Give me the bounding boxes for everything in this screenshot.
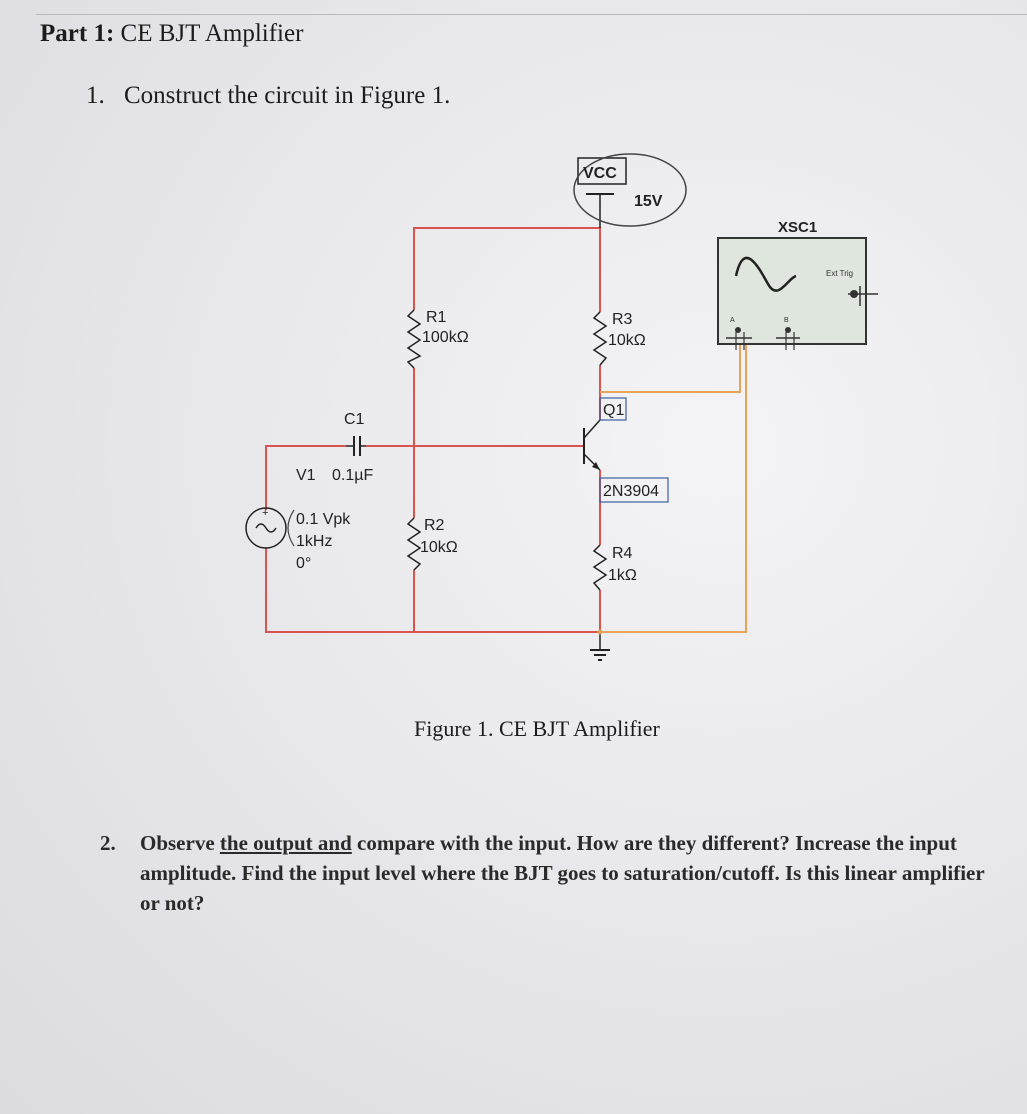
r1-name: R1 bbox=[426, 309, 447, 326]
question-2-text-rest: compare with the input. How are they dif… bbox=[140, 831, 985, 915]
scope-name: XSC1 bbox=[778, 219, 817, 236]
c1-name: C1 bbox=[344, 411, 365, 428]
q1-name: Q1 bbox=[603, 402, 624, 419]
v1-source: + V1 0.1 Vpk 1kHz 0° bbox=[245, 467, 351, 572]
top-rule bbox=[36, 14, 1027, 15]
c1-capacitor: C1 0.1µF bbox=[332, 411, 373, 484]
scope-trig: Ext Trig bbox=[826, 269, 853, 278]
red-wires bbox=[265, 227, 601, 633]
question-2: 2. Observe the output and compare with t… bbox=[100, 828, 1005, 918]
r3-resistor: R3 10kΩ bbox=[592, 311, 646, 366]
scope-ch-b: B bbox=[784, 317, 789, 324]
part-title-text: CE BJT Amplifier bbox=[120, 20, 304, 47]
vcc-source: VCC 15V bbox=[573, 153, 687, 228]
r1-value: 100kΩ bbox=[422, 329, 469, 346]
scope-ch-a: A bbox=[730, 317, 735, 324]
v1-frequency: 1kHz bbox=[296, 533, 332, 550]
v1-name: V1 bbox=[296, 467, 316, 484]
r4-value: 1kΩ bbox=[608, 567, 637, 584]
v1-amplitude: 0.1 Vpk bbox=[296, 511, 351, 528]
r2-resistor: R2 10kΩ bbox=[406, 517, 458, 571]
part-heading: Part 1: CE BJT Amplifier bbox=[40, 20, 303, 48]
r3-name: R3 bbox=[612, 311, 633, 328]
r4-name: R4 bbox=[612, 545, 633, 562]
question-2-text: Observe the output and compare with the … bbox=[140, 828, 1005, 918]
r4-resistor: R4 1kΩ bbox=[592, 544, 637, 591]
question-2-number: 2. bbox=[100, 831, 116, 855]
vcc-value: 15V bbox=[634, 193, 663, 210]
r2-value: 10kΩ bbox=[420, 539, 458, 556]
figure-caption: Figure 1. CE BJT Amplifier bbox=[414, 716, 660, 741]
r3-value: 10kΩ bbox=[608, 332, 646, 349]
c1-value: 0.1µF bbox=[332, 467, 373, 484]
q1-model: 2N3904 bbox=[603, 483, 659, 500]
question-2-underlined: the output and bbox=[219, 831, 352, 855]
question-1-number: 1. bbox=[86, 82, 105, 109]
question-1: 1. Construct the circuit in Figure 1. bbox=[86, 82, 450, 110]
question-2-text-start: Observe bbox=[140, 831, 220, 855]
part-label: Part 1: bbox=[40, 20, 115, 47]
ground-symbol bbox=[590, 629, 610, 661]
orange-wires bbox=[600, 340, 747, 633]
v1-phase: 0° bbox=[296, 555, 311, 572]
r2-name: R2 bbox=[424, 517, 445, 534]
oscilloscope: XSC1 Ext Trig A B bbox=[717, 219, 878, 350]
q1-transistor: Q1 2N3904 bbox=[583, 397, 669, 503]
r1-resistor: R1 100kΩ bbox=[406, 309, 469, 369]
question-1-text: Construct the circuit in Figure 1. bbox=[124, 82, 451, 109]
vcc-name: VCC bbox=[583, 165, 617, 182]
svg-text:+: + bbox=[262, 507, 268, 519]
